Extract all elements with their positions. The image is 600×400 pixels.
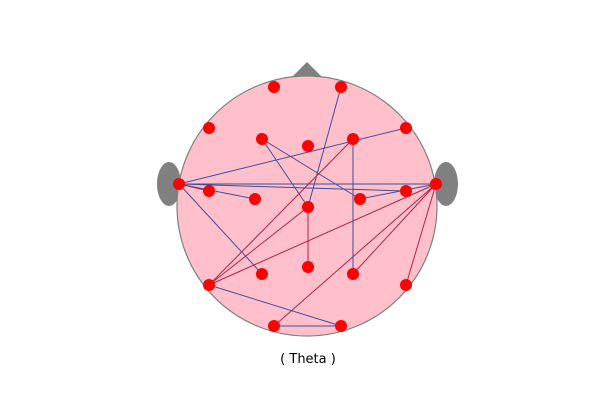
electrode-dot	[173, 178, 185, 190]
electrode-dot	[256, 133, 268, 145]
electrode-dot	[335, 320, 347, 332]
electrode-dot	[268, 320, 280, 332]
connection-edge	[359, 183, 437, 200]
electrode-dot	[400, 122, 412, 134]
connection-edge	[261, 138, 309, 208]
connection-edge	[208, 284, 342, 327]
connection-edge	[273, 183, 437, 327]
electrode-dot	[400, 279, 412, 291]
connection-edge	[352, 183, 437, 275]
electrode-dot	[347, 268, 359, 280]
electrode-dot	[354, 193, 366, 205]
electrode-dot	[302, 201, 314, 213]
electrode-dot	[203, 185, 215, 197]
electrode-dot	[302, 261, 314, 273]
electrodes	[173, 81, 442, 332]
nose-shape	[291, 62, 323, 78]
connection-edge	[405, 183, 437, 286]
connection-edge	[178, 183, 407, 192]
band-caption: ( Theta )	[280, 352, 336, 367]
right-ear	[434, 162, 458, 206]
electrode-dot	[203, 122, 215, 134]
electrode-dot	[302, 140, 314, 152]
connection-edge	[208, 138, 354, 286]
connection-edge	[307, 86, 342, 208]
connection-edge	[178, 183, 263, 275]
connection-edge	[178, 127, 407, 185]
electrode-dot	[430, 178, 442, 190]
electrode-dot	[335, 81, 347, 93]
electrode-dot	[203, 279, 215, 291]
electrode-dot	[400, 185, 412, 197]
electrode-dot	[249, 193, 261, 205]
connection-edge	[208, 183, 437, 286]
electrode-dot	[268, 81, 280, 93]
left-ear	[157, 162, 181, 206]
electrode-dot	[347, 133, 359, 145]
connection-edges	[178, 86, 437, 327]
connection-edge	[208, 206, 309, 286]
electrode-dot	[256, 268, 268, 280]
